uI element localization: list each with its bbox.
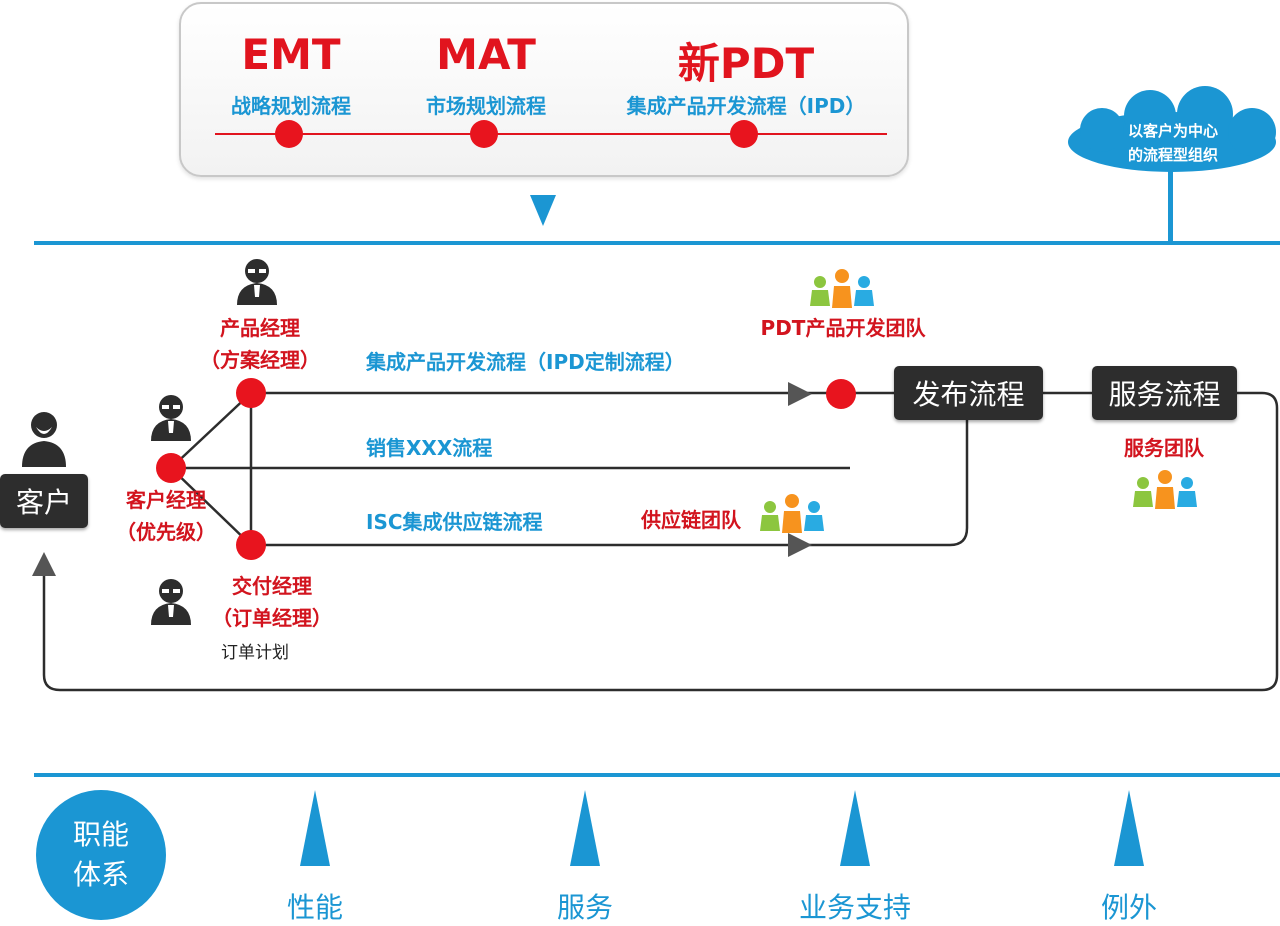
functions-line-1: 职能 — [72, 818, 129, 851]
account-manager-title: 客户经理 — [126, 488, 206, 512]
ipd-flow-label: 集成产品开发流程（IPD定制流程） — [366, 350, 685, 374]
functions-line-2: 体系 — [72, 858, 129, 891]
mat-code: MAT — [436, 30, 536, 79]
delivery-manager-node — [236, 530, 266, 560]
product-manager-title: 产品经理 — [220, 316, 300, 340]
down-arrow-icon — [530, 195, 556, 226]
ipd-arrow-icon — [788, 382, 812, 406]
product-manager-label: 产品经理 （方案经理） — [200, 312, 320, 376]
cloud-line-2: 的流程型组织 — [1127, 146, 1218, 164]
service-label: 服务 — [556, 891, 614, 924]
emt-name: 战略规划流程 — [231, 94, 351, 118]
emt-code: EMT — [241, 30, 341, 79]
top-timeline — [215, 120, 887, 148]
functions-system-circle: 职能 体系 — [36, 790, 166, 920]
emt-dot — [275, 120, 303, 148]
cloud-line-1: 以客户为中心 — [1127, 122, 1218, 140]
return-arrow-icon — [32, 552, 56, 576]
delivery-manager-title: 交付经理 — [232, 574, 312, 598]
account-manager-label: 客户经理 （优先级） — [116, 484, 216, 548]
cloud-label: 以客户为中心 的流程型组织 — [1066, 119, 1280, 167]
product-manager-person-icon — [237, 259, 277, 305]
release-process-box: 发布流程 — [894, 366, 1043, 420]
sales-flow-label: 销售XXX流程 — [366, 436, 493, 460]
mat-name: 市场规划流程 — [426, 94, 546, 118]
pdt-team-label: PDT产品开发团队 — [760, 316, 926, 340]
mat-dot — [470, 120, 498, 148]
delivery-manager-person-icon — [151, 579, 191, 625]
pdt-team-icon — [810, 269, 874, 308]
new-pdt-code: 新PDT — [677, 39, 815, 88]
exception-label: 例外 — [1100, 891, 1158, 924]
triangle-service-icon — [570, 790, 600, 866]
service-process-box: 服务流程 — [1092, 366, 1237, 420]
upper-divider — [34, 241, 1280, 245]
pdt-dot — [730, 120, 758, 148]
customer-person-icon — [22, 412, 66, 467]
business-support-label: 业务支持 — [798, 891, 912, 924]
account-manager-subtitle: （优先级） — [116, 520, 216, 544]
flow-lines — [42, 391, 1279, 692]
cloud-shape — [1068, 86, 1276, 243]
customer-box: 客户 — [0, 474, 88, 528]
isc-flow-label: ISC集成供应链流程 — [366, 510, 543, 534]
delivery-manager-subtitle: （订单经理） — [212, 606, 332, 630]
account-manager-node — [156, 453, 186, 483]
triangle-business-support-icon — [840, 790, 870, 866]
service-team-icon — [1133, 470, 1197, 509]
top-process-panel: EMT 战略规划流程 MAT 市场规划流程 新PDT 集成产品开发流程（IPD） — [179, 2, 909, 177]
new-pdt-name: 集成产品开发流程（IPD） — [626, 94, 866, 118]
product-manager-subtitle: （方案经理） — [200, 348, 320, 372]
service-team-label: 服务团队 — [1124, 436, 1204, 460]
account-manager-person-icon — [151, 395, 191, 441]
isc-arrow-icon — [788, 533, 812, 557]
supply-team-icon — [760, 494, 824, 533]
delivery-manager-label: 交付经理 （订单经理） — [212, 570, 332, 634]
product-manager-node — [236, 378, 266, 408]
performance-label: 性能 — [286, 891, 344, 924]
pdt-node — [826, 379, 856, 409]
triangle-performance-icon — [300, 790, 330, 866]
order-plan-label: 订单计划 — [221, 643, 289, 663]
lower-divider — [34, 773, 1280, 777]
triangle-exception-icon — [1114, 790, 1144, 866]
supply-team-label: 供应链团队 — [641, 508, 741, 532]
